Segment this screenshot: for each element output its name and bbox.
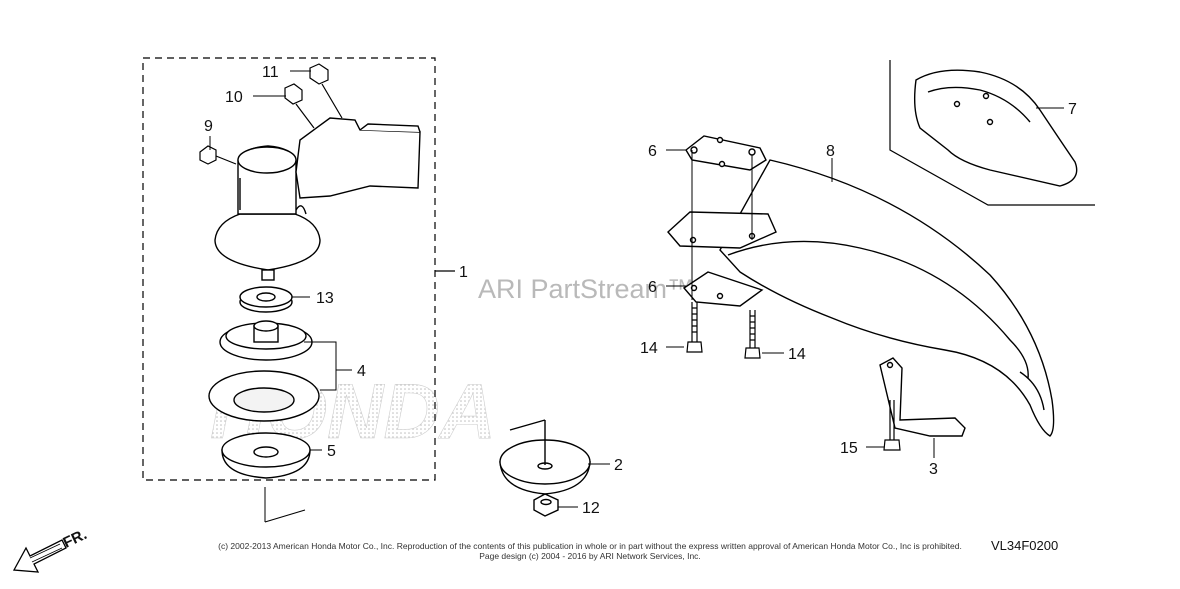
callout-15: 15	[840, 440, 858, 457]
guard-8	[719, 159, 1055, 437]
cut-marker	[264, 487, 306, 523]
callout-9: 9	[204, 118, 213, 135]
gear-case	[214, 117, 421, 281]
bolt-11	[309, 63, 343, 119]
leader-lines	[209, 70, 1064, 508]
callout-2: 2	[614, 457, 623, 474]
callout-3: 3	[929, 461, 938, 478]
callout-11: 11	[262, 64, 279, 81]
holder-4	[208, 320, 320, 422]
callout-13: 13	[316, 290, 334, 307]
stay-3	[879, 357, 966, 437]
bolt-14-right	[744, 310, 761, 359]
cover-5	[221, 432, 311, 479]
page-design-notice: Page design (c) 2004 - 2016 by ARI Netwo…	[479, 551, 701, 561]
diagram-code: VL34F0200	[991, 538, 1058, 553]
callout-14-left: 14	[640, 340, 658, 357]
bracket-guide-lines	[691, 150, 753, 300]
bracket-6-lower	[682, 271, 764, 307]
nut-12	[533, 493, 559, 517]
callout-12: 12	[582, 500, 600, 517]
callout-6-lower: 6	[648, 279, 657, 296]
callout-1: 1	[459, 264, 468, 281]
front-arrow-icon	[12, 539, 67, 573]
bolt-10	[284, 83, 315, 129]
cap-2	[499, 419, 591, 495]
copyright-notice: (c) 2002-2013 American Honda Motor Co., …	[218, 541, 962, 551]
callout-14-right: 14	[788, 346, 806, 363]
bolt-14-left	[686, 302, 703, 353]
ari-watermark: ARI PartStream™	[478, 274, 694, 304]
guard-rubber-7	[913, 69, 1078, 187]
bolt-9	[199, 145, 237, 165]
callout-10: 10	[225, 89, 243, 106]
callout-4: 4	[357, 363, 366, 380]
gear-case-assembly-box	[142, 57, 455, 481]
callout-5: 5	[327, 443, 336, 460]
bracket-6-upper	[667, 135, 777, 249]
callout-6-upper: 6	[648, 143, 657, 160]
callout-8: 8	[826, 143, 835, 160]
screw-15	[883, 400, 901, 451]
inset-box	[889, 60, 1095, 206]
callout-7: 7	[1068, 101, 1077, 118]
washer-13	[239, 286, 293, 313]
